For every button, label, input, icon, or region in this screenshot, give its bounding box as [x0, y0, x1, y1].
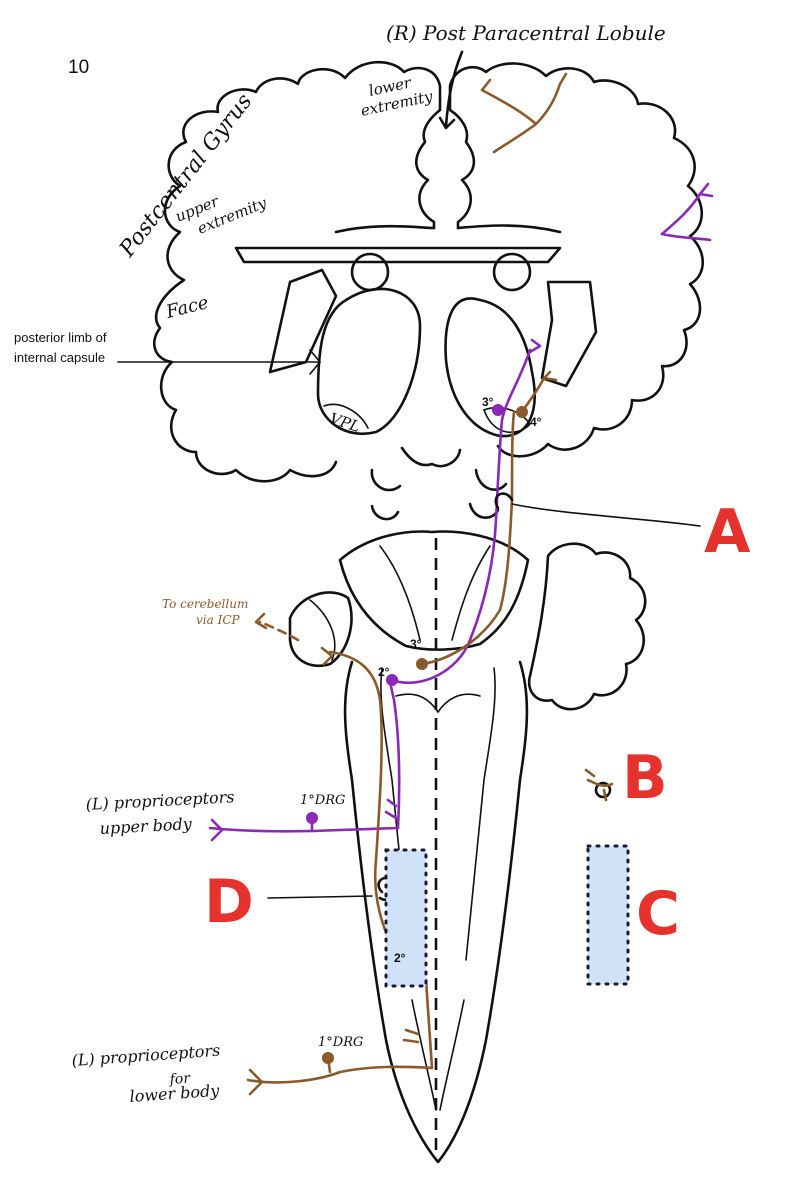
answer-letter-b: B	[622, 743, 668, 813]
cerebellum-label-2: via ICP	[196, 613, 241, 627]
purple-2nd-label: 2°	[378, 665, 390, 679]
answer-letter-a: A	[704, 497, 751, 567]
brown-3rd-label: 3°	[410, 637, 422, 651]
drg-lower-label: 1°DRG	[318, 1035, 363, 1050]
prop-upper-label-1: (L) proprioceptors	[85, 787, 235, 814]
box-c	[586, 844, 630, 986]
upper-body-pathway	[208, 182, 714, 842]
marker-a-ring	[494, 492, 514, 510]
answer-letter-c: C	[636, 879, 680, 949]
purple-3rd-label: 3°	[482, 395, 494, 409]
cerebellum-label-1: To cerebellum	[162, 597, 248, 611]
internal-capsule-label-1: posterior limb of	[14, 330, 107, 345]
prop-upper-label-2: upper body	[99, 814, 193, 838]
brown-2nd-label: 2°	[394, 951, 406, 965]
box-left	[384, 848, 428, 988]
brown-4th-label: 4°	[530, 415, 542, 429]
page-number: 10	[68, 57, 89, 78]
internal-capsule-label-2: internal capsule	[14, 350, 105, 365]
prop-lower-label-2: for	[168, 1071, 192, 1089]
answer-letter-d: D	[204, 867, 254, 937]
post-paracentral-label: (R) Post Paracentral Lobule	[386, 21, 666, 45]
prop-lower-label-3: lower body	[129, 1081, 221, 1106]
purple-3rd-soma	[492, 404, 504, 416]
postcentral-gyrus-label: Postcentral Gyrus	[114, 89, 257, 262]
cortex-outline	[153, 60, 704, 483]
face-label: Face	[163, 292, 211, 323]
prop-lower-label-1: (L) proprioceptors	[71, 1041, 221, 1070]
drg-upper-label: 1°DRG	[300, 793, 345, 808]
